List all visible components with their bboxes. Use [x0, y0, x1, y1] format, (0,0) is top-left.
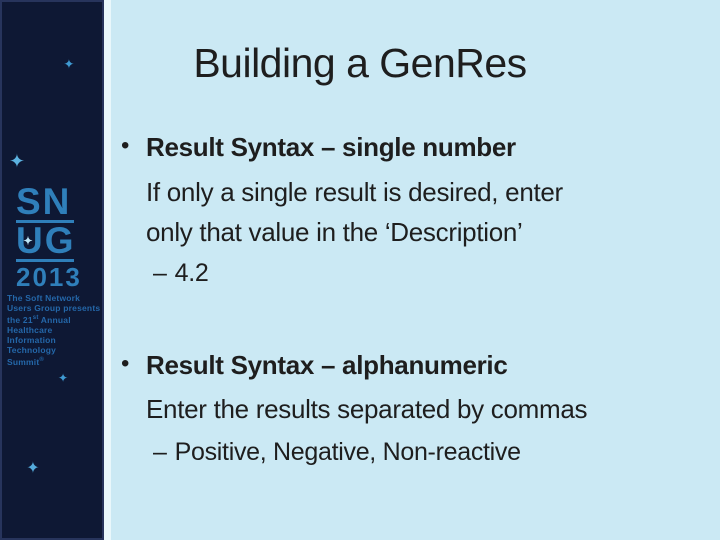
sparkle-icon: ✦ — [26, 460, 40, 477]
logo-divider — [16, 220, 74, 223]
sparkle-icon: ✦ — [57, 371, 69, 385]
logo-line-sn: SN — [16, 181, 72, 222]
tagline-line: Users Group presents — [7, 303, 101, 313]
section-body-line: only that value in the ‘Description’ — [146, 217, 523, 247]
sidebar: ✦ ✦ ✦ ✦ SN UG ✦ 2013 The Soft Network Us… — [0, 0, 104, 540]
tagline-line: Healthcare — [7, 324, 53, 335]
tagline-line: Technology — [7, 344, 57, 355]
page-title: Building a GenRes — [193, 40, 527, 86]
sparkle-icon: ✦ — [63, 56, 75, 72]
sidebar-accent-stripe — [104, 0, 111, 540]
logo-ug-text: UG — [16, 220, 76, 261]
sub-bullet-item: –Positive, Negative, Non-reactive — [153, 438, 521, 467]
sub-bullet-text: 4.2 — [174, 259, 209, 287]
section-body-line: If only a single result is desired, ente… — [146, 177, 563, 207]
bullet-item: • Result Syntax – alphanumeric — [121, 350, 508, 381]
section-heading: Result Syntax – alphanumeric — [146, 350, 508, 380]
tagline-line: The Soft Network — [7, 293, 81, 303]
sparkle-icon: ✦ — [9, 151, 25, 173]
tagline-line: Information — [7, 334, 56, 345]
section-heading: Result Syntax – single number — [146, 132, 516, 162]
logo-line-ug: UG ✦ — [16, 222, 80, 259]
tagline-line: Summit® — [7, 356, 44, 367]
logo-year: 2013 — [16, 262, 82, 292]
sparkle-icon: ✦ — [23, 235, 35, 248]
sub-bullet-text: Positive, Negative, Non-reactive — [174, 438, 521, 466]
dash-bullet-icon: – — [153, 438, 167, 466]
sidebar-tagline: The Soft Network Users Group presents th… — [7, 293, 103, 367]
sub-bullet-item: –4.2 — [153, 259, 209, 288]
snug-logo: SN UG ✦ 2013 — [16, 181, 82, 292]
dash-bullet-icon: – — [153, 259, 167, 287]
section-body-line: Enter the results separated by commas — [146, 394, 588, 424]
logo-divider — [16, 259, 74, 262]
bullet-icon: • — [121, 132, 130, 159]
tagline-line: the 21st Annual — [7, 314, 71, 325]
bullet-item: • Result Syntax – single number — [121, 132, 516, 163]
bullet-icon: • — [121, 350, 130, 377]
